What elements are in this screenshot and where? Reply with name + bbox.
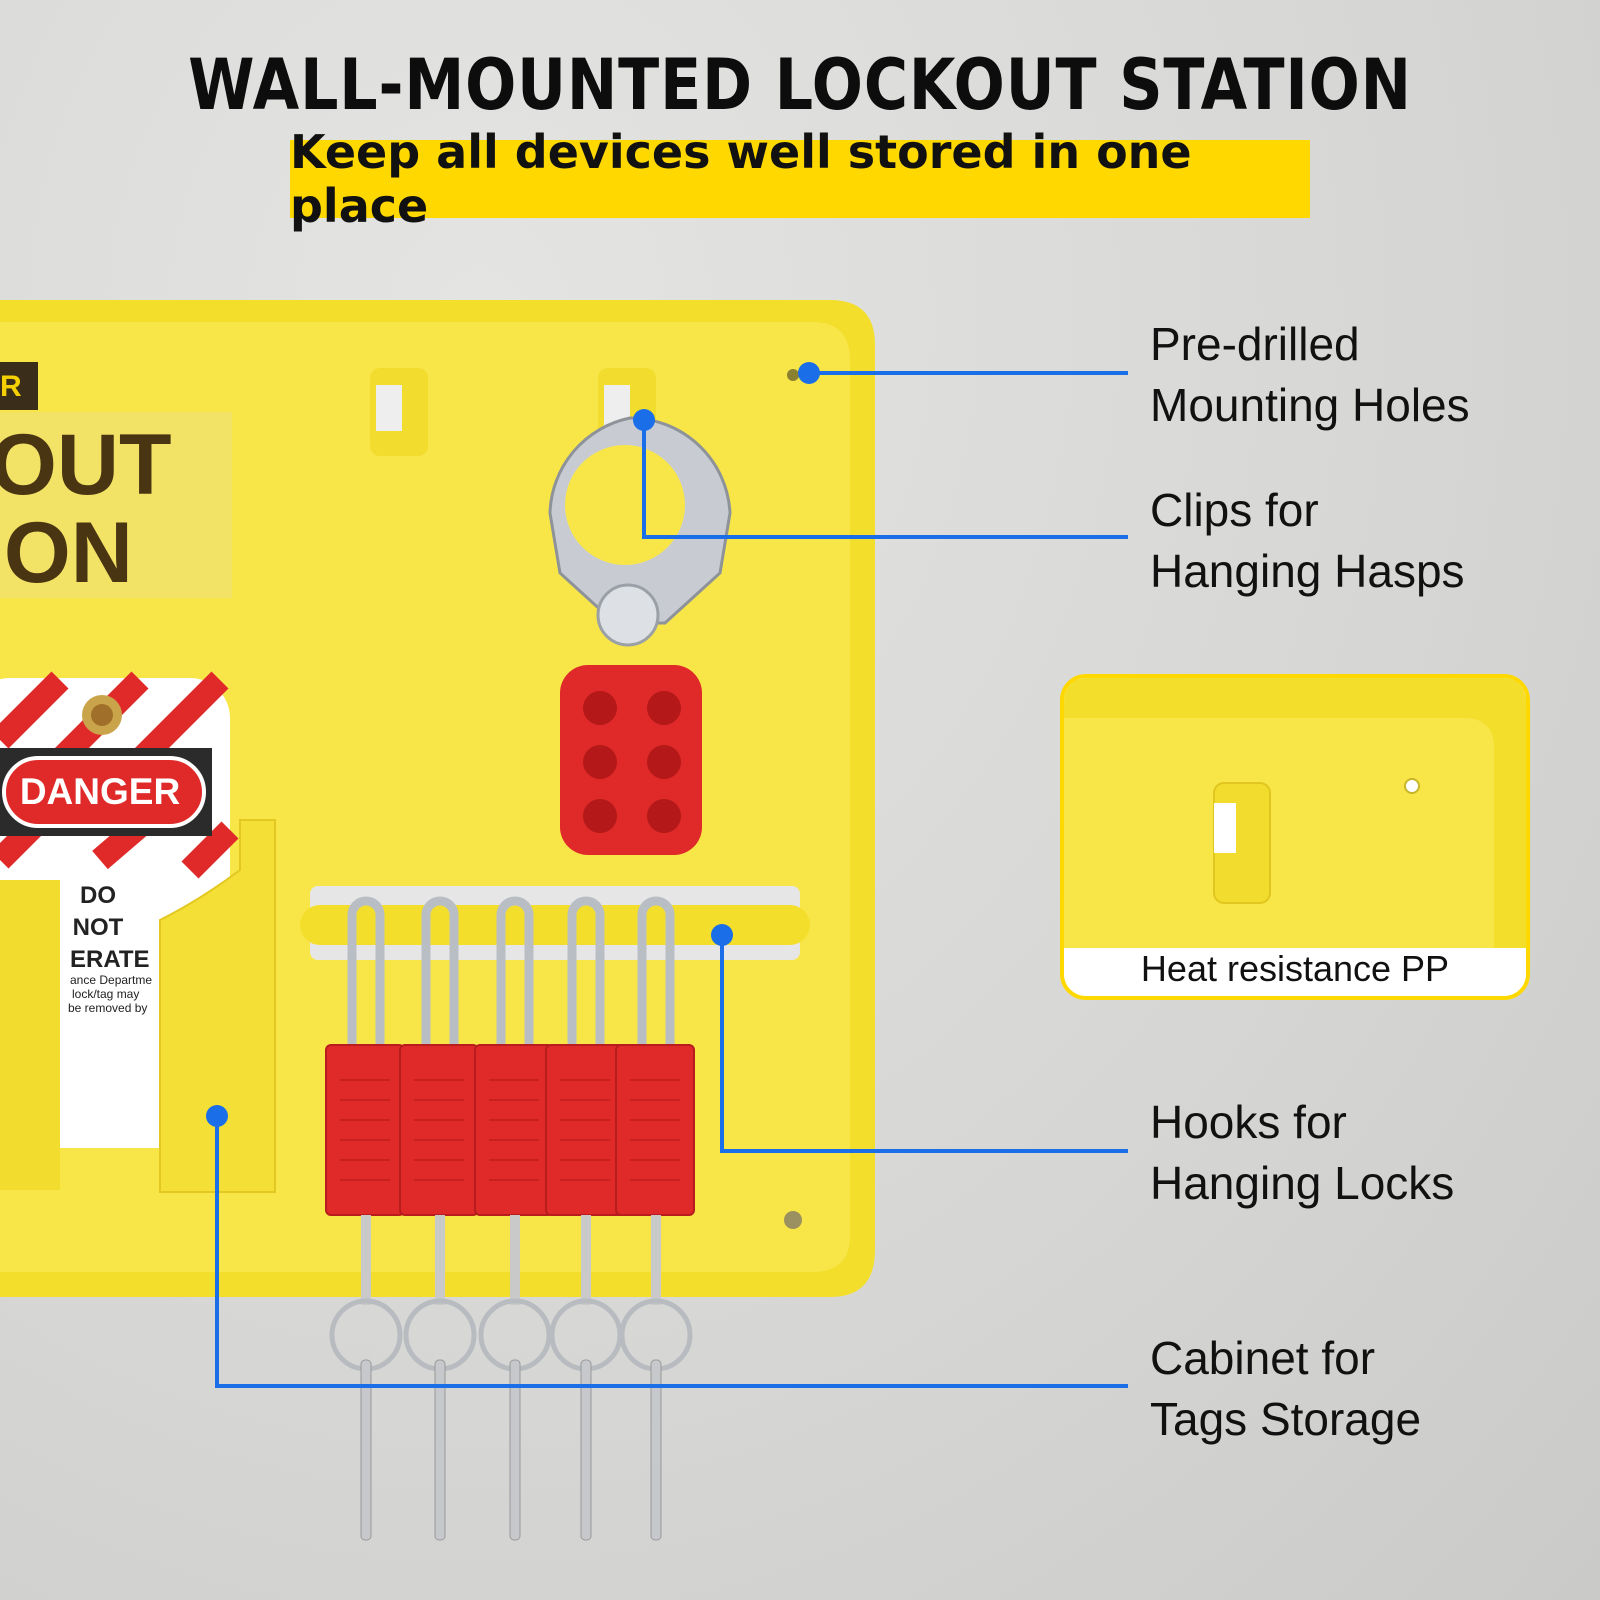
callout-dots <box>206 362 820 1127</box>
tag-line1: DO <box>80 882 116 909</box>
brand-logo-fragment: R <box>0 370 22 403</box>
callout-mounting-holes: Pre-drilled Mounting Holes <box>1150 314 1470 436</box>
padlock <box>325 896 405 1541</box>
callout-lock-hooks: Hooks for Hanging Locks <box>1150 1092 1454 1214</box>
padlocks <box>325 896 695 1541</box>
callout-text: Tags Storage <box>1150 1393 1422 1445</box>
callout-text: Hanging Hasps <box>1150 545 1465 597</box>
sign-text-line2: ION <box>0 505 133 601</box>
station-sign: R OUT ION <box>0 362 232 601</box>
tag-heading: DANGER <box>20 771 180 812</box>
callout-text: Cabinet for <box>1150 1332 1376 1384</box>
callout-lines <box>215 371 1128 1388</box>
material-detail-inset: Heat resistance PP <box>1060 674 1530 1000</box>
callout-tag-cabinet: Cabinet for Tags Storage <box>1150 1328 1421 1450</box>
tag-line2: NOT <box>73 914 124 941</box>
padlock <box>615 896 695 1541</box>
tag-line3: ERATE <box>70 946 150 973</box>
tag-small-text2: lock/tag may <box>72 987 139 1001</box>
tag-cabinet <box>0 819 276 1193</box>
mounting-hole <box>787 369 799 381</box>
subtitle-banner: Keep all devices well stored in one plac… <box>290 125 1310 233</box>
callout-text: Mounting Holes <box>1150 379 1470 431</box>
material-closeup <box>1064 678 1526 996</box>
callout-text: Pre-drilled <box>1150 318 1360 370</box>
callout-hasp-clips: Clips for Hanging Hasps <box>1150 480 1465 602</box>
callout-text: Hooks for <box>1150 1096 1347 1148</box>
screw-icon <box>784 1211 802 1229</box>
page-title: WALL-MOUNTED LOCKOUT STATION <box>188 44 1412 126</box>
tag-small-text1: ance Departme <box>70 973 152 987</box>
callout-text: Clips for <box>1150 484 1319 536</box>
inset-caption: Heat resistance PP <box>1140 948 1450 989</box>
tag-small-text3: be removed by <box>68 1001 147 1015</box>
sign-text-line1: OUT <box>0 417 172 513</box>
subtitle: Keep all devices well stored in one plac… <box>290 125 1192 233</box>
callout-text: Hanging Locks <box>1150 1157 1455 1209</box>
lockout-hasp <box>548 416 732 855</box>
